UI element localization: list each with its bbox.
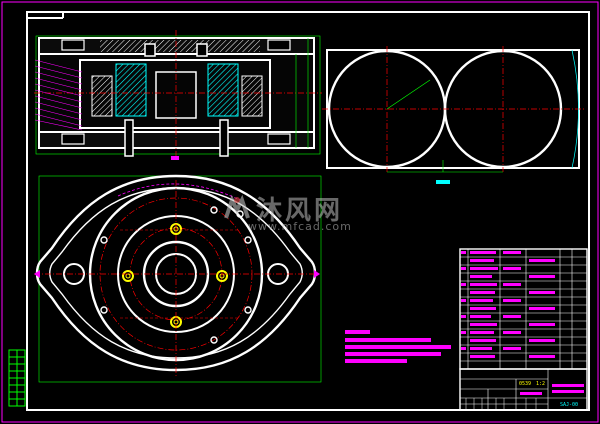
technical-notes [345,330,451,363]
title-scale-text: 0539 [519,381,531,387]
drawing-frame [26,11,590,411]
plan-view [34,174,322,383]
twin-circle-view [322,46,585,184]
revision-table [8,349,26,407]
parts-list [459,248,588,370]
drawing-number: SAJ-00 [560,402,578,408]
section-view [34,30,322,160]
title-block: 0539 1:2 SAJ-00 [459,368,588,411]
title-note-text: 1:2 [536,381,545,387]
